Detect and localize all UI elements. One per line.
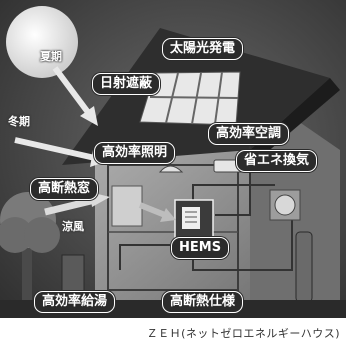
label-high-insulation: 高断熱仕様 [162,291,244,313]
airflow-arrow [138,202,176,222]
tree-icon [0,192,60,310]
ceiling-light-icon [158,165,184,173]
summer-sun-arrow [52,66,98,126]
storage-tank-icon [295,231,313,303]
caption: ＺＥＨ(ネットゼロエネルギーハウス) [146,327,340,340]
label-solar-shading: 日射遮蔽 [92,73,161,95]
label-solar-power: 太陽光発電 [162,38,244,60]
sun-icon [6,6,78,78]
annotation-breeze: 涼風 [62,220,84,233]
label-efficient-water-heater: 高効率給湯 [34,291,116,313]
insulated-window-icon [111,185,143,227]
fan-icon [269,189,301,221]
label-efficient-ac: 高効率空調 [208,123,290,145]
annotation-winter: 冬期 [8,115,30,128]
label-hems: HEMS [171,237,230,259]
label-energy-saving-ventilation: 省エネ換気 [236,150,318,172]
interior-frame [107,164,239,291]
annotation-summer: 夏期 [40,50,62,63]
label-insulated-window: 高断熱窓 [30,178,99,200]
label-efficient-lighting: 高効率照明 [94,142,176,164]
